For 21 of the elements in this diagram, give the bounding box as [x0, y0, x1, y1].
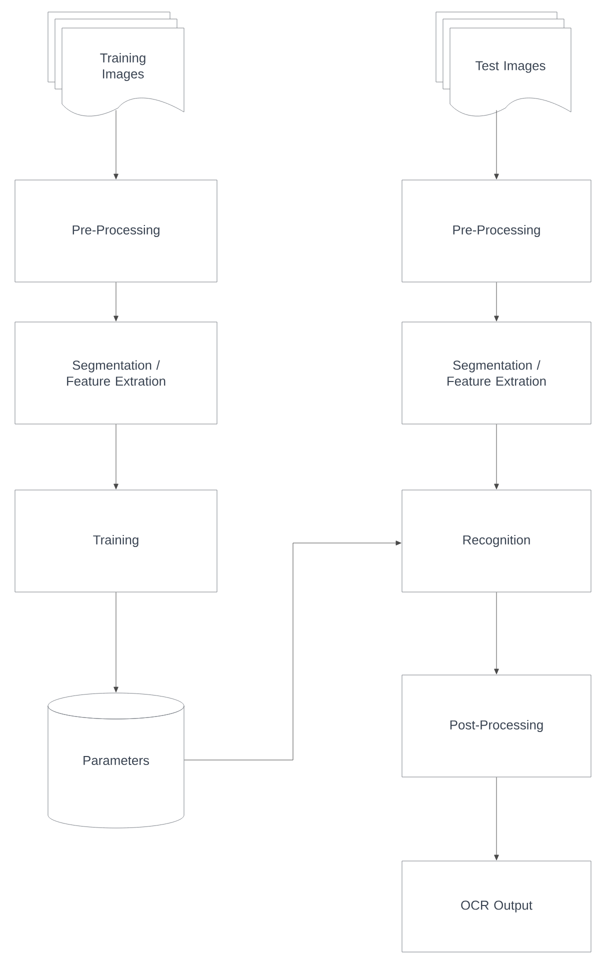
process-box: Recognition — [402, 490, 592, 592]
arrow — [494, 282, 499, 322]
arrow — [114, 282, 118, 322]
arrow — [114, 424, 118, 490]
process-box: Pre-Processing — [402, 180, 592, 282]
process-box: OCR Output — [402, 860, 592, 952]
process-box: Segmentation / Feature Extration — [14, 322, 218, 424]
arrow — [494, 777, 499, 860]
arrow — [494, 110, 499, 180]
process-box: Post-Processing — [402, 674, 592, 778]
document-stack: Training Images — [48, 12, 184, 116]
arrow — [114, 110, 118, 180]
arrow — [494, 592, 499, 674]
arrow — [184, 540, 402, 760]
arrow — [114, 592, 118, 692]
document-stack: Test Images — [436, 12, 572, 116]
database-cylinder: Parameters — [48, 692, 184, 828]
process-box: Training — [14, 490, 218, 592]
process-box: Pre-Processing — [14, 180, 218, 282]
process-box: Segmentation / Feature Extration — [402, 322, 592, 424]
arrow — [494, 424, 499, 490]
